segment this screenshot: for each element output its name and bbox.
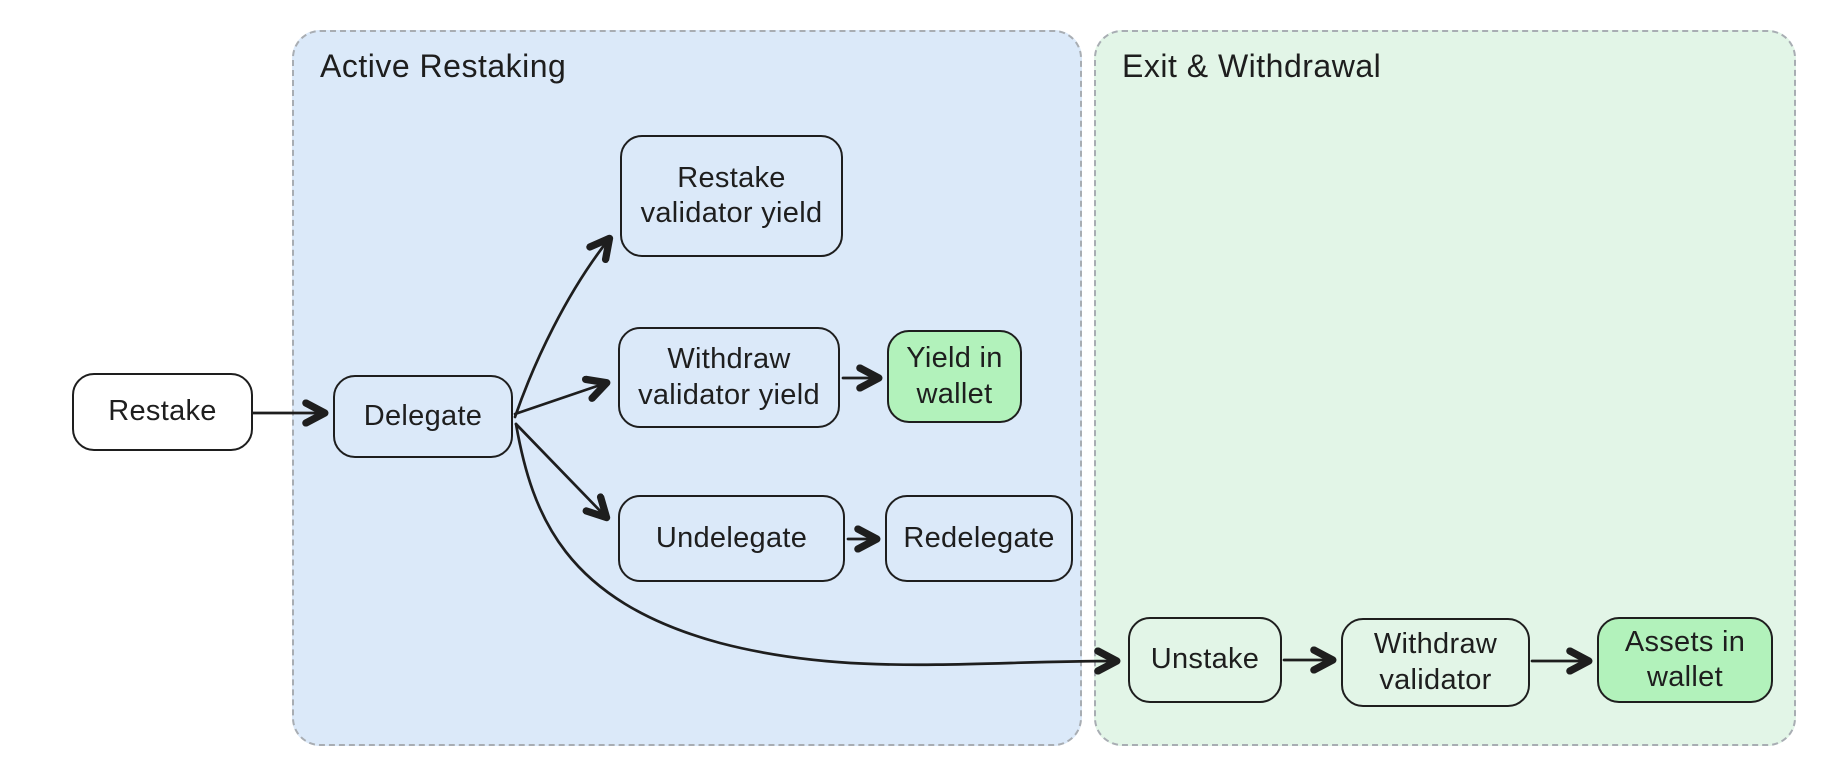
node-withdraw-validator-label: Withdraw validator [1373,628,1498,696]
node-withdraw-validator: Withdraw validator [1341,618,1530,707]
node-withdraw-validator-yield-label: Withdraw validator yield [638,343,820,411]
group-exit-withdrawal-label: Exit & Withdrawal [1122,48,1382,84]
node-unstake-label: Unstake [1150,643,1260,676]
node-assets-in-wallet: Assets in wallet [1597,617,1773,703]
node-delegate: Delegate [333,375,513,458]
node-restake-label: Restake [108,395,217,428]
node-redelegate: Redelegate [885,495,1073,582]
node-redelegate-label: Redelegate [903,521,1055,554]
node-yield-in-wallet-label: Yield in wallet [906,342,1003,410]
node-unstake: Unstake [1128,617,1282,703]
group-active-restaking-label: Active Restaking [320,48,567,84]
node-restake-validator-yield-label: Restake validator yield [640,161,823,229]
node-withdraw-validator-yield: Withdraw validator yield [618,327,840,428]
node-undelegate-label: Undelegate [655,521,808,554]
node-restake-validator-yield: Restake validator yield [620,135,843,257]
node-undelegate: Undelegate [618,495,845,582]
node-yield-in-wallet: Yield in wallet [887,330,1022,423]
node-delegate-label: Delegate [363,399,483,432]
node-assets-in-wallet-label: Assets in wallet [1624,625,1746,693]
node-restake: Restake [72,373,253,451]
